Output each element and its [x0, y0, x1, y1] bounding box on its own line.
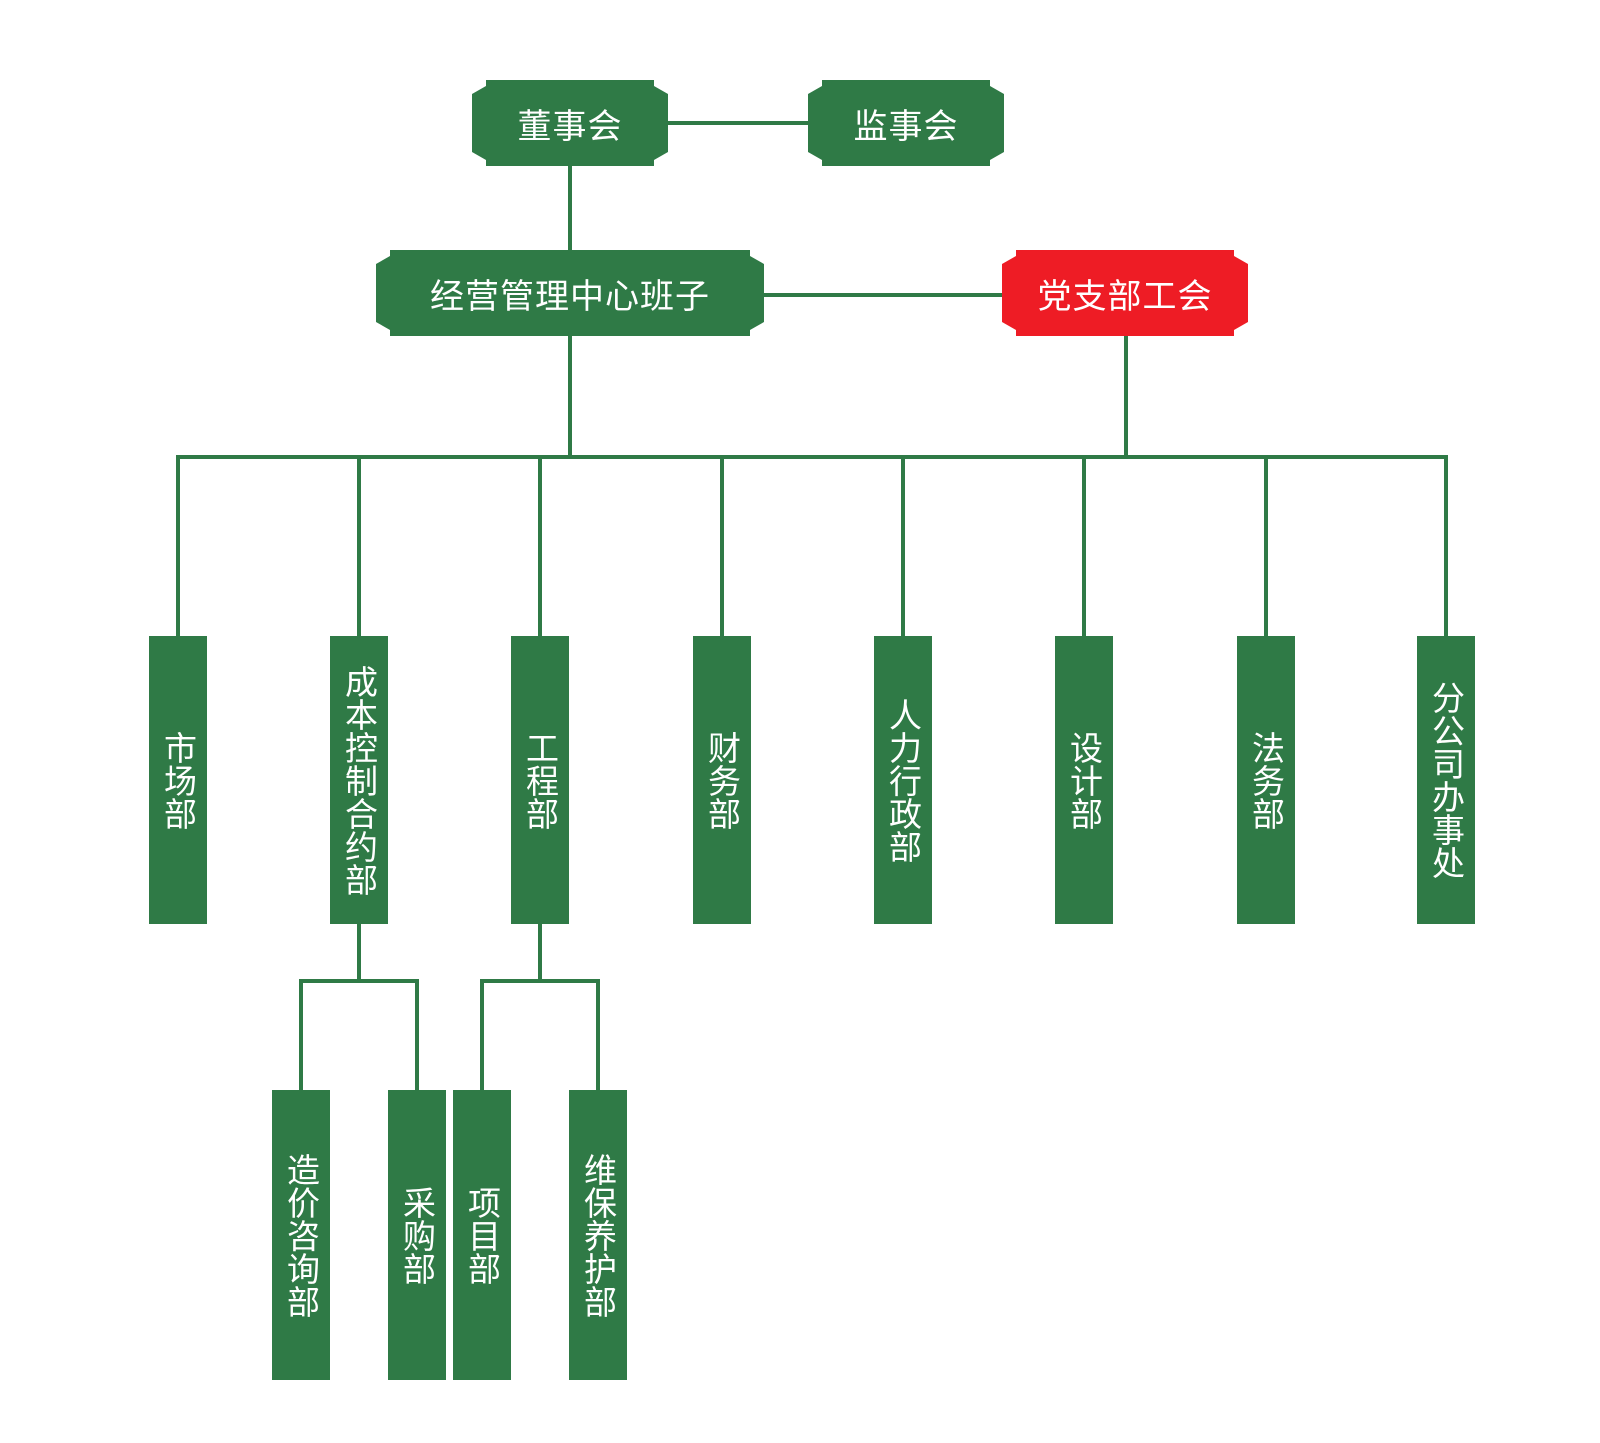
department-label: 财务部 [702, 730, 742, 830]
department-bus-line [176, 455, 1448, 459]
sub-drop-line [480, 979, 484, 1090]
dept-drop-line [1444, 457, 1448, 637]
department-box: 设计部 [1055, 636, 1113, 924]
department-box: 人力行政部 [874, 636, 932, 924]
dept-drop-line [176, 457, 180, 637]
department-label: 成本控制合约部 [339, 664, 379, 896]
board-label: 董事会 [517, 106, 623, 147]
sub-drop-line [596, 979, 600, 1090]
dept-drop-line [1264, 457, 1268, 637]
department-label: 人力行政部 [883, 697, 923, 863]
board-supervisory-connector [668, 121, 810, 125]
department-box: 工程部 [511, 636, 569, 924]
department-label: 分公司办事处 [1426, 681, 1466, 879]
sub-department-label: 维保养护部 [578, 1152, 618, 1318]
engineering-sub-trunk [538, 923, 542, 981]
management-center-label: 经营管理中心班子 [430, 276, 710, 317]
dept-drop-line [1082, 457, 1086, 637]
department-label: 设计部 [1064, 730, 1104, 830]
department-label: 市场部 [158, 730, 198, 830]
party-union-box: 党支部工会 [1002, 250, 1248, 336]
department-box: 法务部 [1237, 636, 1295, 924]
sub-department-box: 采购部 [388, 1090, 446, 1380]
dept-drop-line [538, 457, 542, 637]
party-trunk-connector [1124, 336, 1128, 458]
department-box: 成本控制合约部 [330, 636, 388, 924]
party-union-label: 党支部工会 [1037, 276, 1213, 317]
department-box: 财务部 [693, 636, 751, 924]
sub-department-box: 维保养护部 [569, 1090, 627, 1380]
supervisory-label: 监事会 [853, 106, 959, 147]
management-trunk-connector [568, 336, 572, 458]
engineering-sub-bus [480, 979, 600, 983]
board-management-connector [568, 166, 572, 250]
sub-department-label: 造价咨询部 [281, 1152, 321, 1318]
management-party-connector [764, 293, 1004, 297]
sub-department-box: 造价咨询部 [272, 1090, 330, 1380]
sub-drop-line [299, 979, 303, 1090]
cost-sub-bus [299, 979, 419, 983]
cost-sub-trunk [357, 923, 361, 981]
board-box: 董事会 [472, 80, 668, 166]
department-box: 分公司办事处 [1417, 636, 1475, 924]
management-center-box: 经营管理中心班子 [376, 250, 764, 336]
dept-drop-line [357, 457, 361, 637]
sub-drop-line [415, 979, 419, 1090]
dept-drop-line [901, 457, 905, 637]
dept-drop-line [720, 457, 724, 637]
supervisory-box: 监事会 [808, 80, 1004, 166]
department-label: 工程部 [520, 730, 560, 830]
sub-department-label: 项目部 [462, 1185, 502, 1285]
sub-department-label: 采购部 [397, 1185, 437, 1285]
department-box: 市场部 [149, 636, 207, 924]
department-label: 法务部 [1246, 730, 1286, 830]
sub-department-box: 项目部 [453, 1090, 511, 1380]
